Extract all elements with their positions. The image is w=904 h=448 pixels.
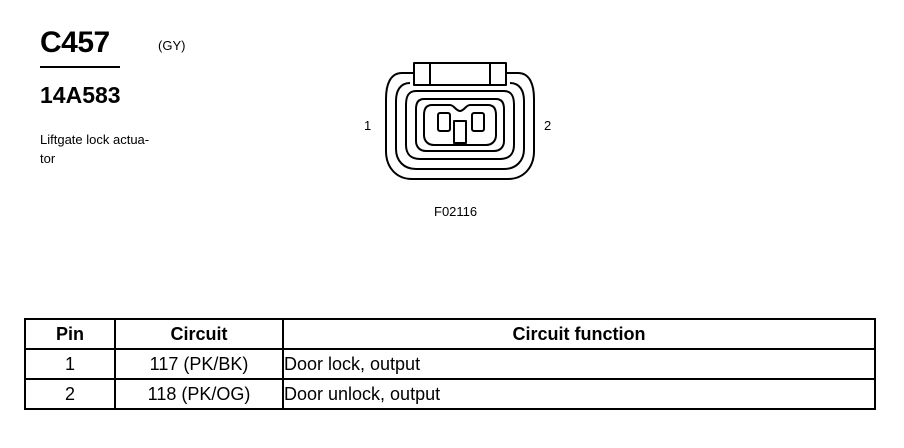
- circuit-cell: 118 (PK/OG): [114, 378, 284, 410]
- column-header-circuit-function: Circuit function: [282, 318, 876, 350]
- pin-cavity: [423, 104, 497, 146]
- pin-2-label: 2: [544, 118, 552, 133]
- pin-table: Pin Circuit Circuit function 1 117 (PK/B…: [24, 318, 876, 410]
- keying-rib: [453, 120, 467, 144]
- table-row: 2 118 (PK/OG) Door unlock, output: [24, 378, 876, 410]
- pin-1-label: 1: [364, 118, 372, 133]
- pin-cell: 2: [24, 378, 116, 410]
- part-number: 14A583: [40, 82, 121, 108]
- connector-shell-inner: [395, 82, 525, 170]
- connector-face-diagram: [385, 62, 535, 180]
- pin-1-terminal: [437, 112, 451, 132]
- circuit-cell: 117 (PK/BK): [114, 348, 284, 380]
- connector-shell-inner: [405, 90, 515, 160]
- pin-2-terminal: [471, 112, 485, 132]
- column-header-circuit: Circuit: [114, 318, 284, 350]
- column-header-pin: Pin: [24, 318, 116, 350]
- table-row: 1 117 (PK/BK) Door lock, output: [24, 348, 876, 380]
- title-rule: [40, 66, 120, 68]
- connector-id: C457: [40, 26, 110, 59]
- description-line: Liftgate lock actua-: [40, 132, 150, 147]
- pin-cell: 1: [24, 348, 116, 380]
- function-cell: Door unlock, output: [282, 378, 876, 410]
- description-line: tor: [40, 151, 56, 166]
- table-header-row: Pin Circuit Circuit function: [24, 318, 876, 350]
- figure-code: F02116: [434, 204, 478, 219]
- connector-shell-outer: [385, 72, 535, 180]
- connector-latch: [413, 62, 507, 86]
- function-cell: Door lock, output: [282, 348, 876, 380]
- color-code: (GY): [158, 38, 186, 53]
- description: Liftgate lock actua- tor: [40, 130, 190, 168]
- connector-shell-inner: [415, 98, 505, 152]
